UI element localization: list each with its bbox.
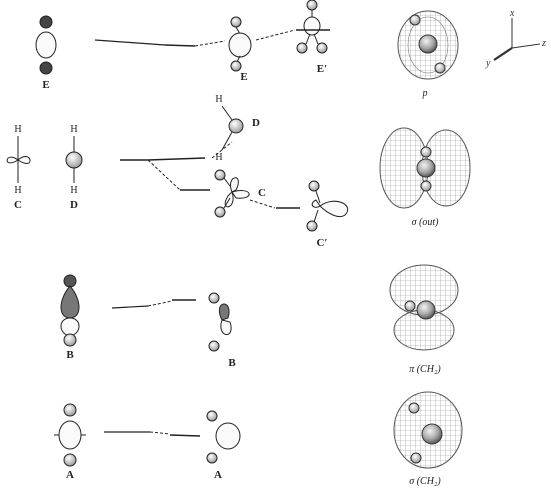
mesh-orbital-sigma-ch2 <box>393 391 463 469</box>
label-c-prime: C′ <box>316 237 327 249</box>
orbital-c-mid <box>214 169 250 218</box>
axis-x-label: x <box>509 8 515 19</box>
caption-sigma-out: σ (out) <box>412 217 440 228</box>
label-d-top: D <box>252 117 260 129</box>
axis-triad <box>493 18 541 61</box>
label-e-left: E <box>42 79 49 91</box>
h-label-d-top: H <box>70 124 77 135</box>
orbital-e-mid <box>228 16 252 72</box>
h-label-c-bottom: H <box>14 185 21 196</box>
label-b-right: B <box>228 357 236 369</box>
correlation-line-e-prime <box>255 29 296 41</box>
label-a-right: A <box>214 469 222 481</box>
h-label-c-top: H <box>14 124 21 135</box>
caption-pi-ch2: π (CH₂) <box>409 364 441 375</box>
mesh-orbital-pi-ch2 <box>389 264 459 351</box>
mesh-orbital-p <box>397 10 459 80</box>
correlation-line-a <box>104 431 201 437</box>
axis-y-label: y <box>485 58 491 69</box>
correlation-line-c-prime <box>249 199 300 209</box>
orbital-a-right <box>206 410 241 464</box>
h-label-d-top-h1: H <box>215 94 222 105</box>
caption-p: p <box>422 88 428 99</box>
correlation-line-b <box>111 299 196 309</box>
orbital-d-top: H H <box>215 94 244 163</box>
axis-z-label: z <box>541 38 546 49</box>
orbital-c-left: H H <box>6 124 31 196</box>
orbital-d-left: H H <box>65 124 83 196</box>
orbital-c-prime <box>306 180 348 232</box>
label-c-left: C <box>14 199 22 211</box>
orbital-b-right <box>208 292 232 352</box>
correlation-line-e <box>94 39 226 47</box>
label-b-left: B <box>66 349 74 361</box>
label-e-mid: E <box>240 71 247 83</box>
mesh-orbital-sigma-out <box>379 127 471 209</box>
label-c-mid: C <box>258 187 266 199</box>
label-a-left: A <box>66 469 74 481</box>
orbital-e-prime <box>296 0 330 54</box>
label-d-left: D <box>70 199 78 211</box>
caption-sigma-ch2: σ (CH₂) <box>409 476 441 487</box>
h-label-d-bottom: H <box>70 185 77 196</box>
orbital-b-left <box>60 274 80 347</box>
correlation-lines-cd <box>120 141 233 191</box>
label-e-prime: E′ <box>317 63 327 75</box>
h-label-d-top-h2: H <box>215 152 222 163</box>
orbital-e-left <box>35 15 57 75</box>
orbital-a-left <box>54 403 86 467</box>
